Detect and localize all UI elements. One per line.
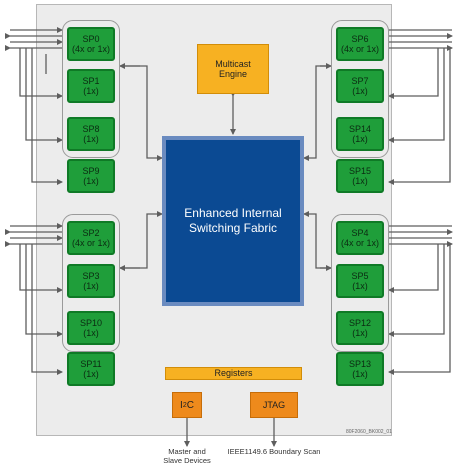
port-name: SP7: [351, 76, 369, 86]
port-name: SP8: [82, 124, 100, 134]
port-sp3: SP3(1x): [67, 264, 115, 298]
port-sp0: SP0(4x or 1x): [67, 27, 115, 61]
port-sp6: SP6(4x or 1x): [336, 27, 384, 61]
i2c-label-tail: C: [186, 399, 194, 411]
port-mode: (1x): [352, 86, 368, 96]
port-name: SP5: [351, 271, 369, 281]
port-name: SP14: [348, 124, 372, 134]
port-name: SP2: [82, 228, 100, 238]
port-mode: (1x): [83, 369, 99, 379]
port-mode: (1x): [83, 134, 99, 144]
registers-block: Registers: [165, 367, 302, 380]
port-name: SP12: [348, 318, 372, 328]
port-sp7: SP7(1x): [336, 69, 384, 103]
port-mode: (1x): [83, 86, 99, 96]
port-mode: (4x or 1x): [340, 44, 379, 54]
port-name: SP6: [351, 34, 369, 44]
port-sp13: SP13(1x): [336, 352, 384, 386]
port-mode: (1x): [83, 328, 99, 338]
multicast-engine: Multicast Engine: [197, 44, 269, 94]
group-to-fabric-connector: [303, 65, 331, 161]
i2c-caption-line2: Slave Devices: [163, 456, 211, 465]
i2c-label-base: I: [180, 399, 183, 411]
port-sp9: SP9(1x): [67, 159, 115, 193]
i2c-caption: Master and Slave Devices: [150, 447, 224, 465]
port-sp1: SP1(1x): [67, 69, 115, 103]
port-name: SP11: [80, 359, 102, 369]
external-lane-arrow: [25, 244, 63, 337]
fabric-label-line1: Enhanced Internal: [184, 206, 282, 220]
port-mode: (1x): [352, 281, 368, 291]
external-lane-arrow: [31, 244, 63, 375]
port-mode: (1x): [352, 328, 368, 338]
external-lane-arrow: [388, 48, 445, 143]
external-lane-arrow: [388, 48, 439, 99]
port-mode: (4x or 1x): [71, 44, 110, 54]
i2c-label-sup: 2: [182, 401, 187, 409]
external-lane-arrow: [388, 48, 451, 185]
port-sp5: SP5(1x): [336, 264, 384, 298]
switching-fabric: Enhanced Internal Switching Fabric: [162, 136, 304, 306]
port-sp15: SP15(1x): [336, 159, 384, 193]
external-lane-arrow: [388, 244, 451, 375]
external-lane-arrow: [31, 48, 63, 185]
port-sp12: SP12(1x): [336, 311, 384, 345]
external-lane-arrow: [19, 48, 63, 99]
port-sp8: SP8(1x): [67, 117, 115, 151]
port-sp14: SP14(1x): [336, 117, 384, 151]
port-sp2: SP2(4x or 1x): [67, 221, 115, 255]
port-mode: (1x): [352, 369, 368, 379]
port-name: SP15: [348, 166, 372, 176]
fabric-label-line2: Switching Fabric: [188, 221, 278, 235]
external-lane-arrow: [388, 244, 439, 293]
i2c-caption-line1: Master and: [168, 447, 206, 456]
port-mode: (1x): [352, 134, 368, 144]
port-mode: (1x): [83, 176, 99, 186]
multicast-label-line2: Engine: [218, 69, 248, 79]
port-name: SP1: [82, 76, 100, 86]
group-to-fabric-connector: [120, 211, 163, 269]
port-name: SP9: [82, 166, 100, 176]
jtag-block: JTAG: [250, 392, 298, 418]
external-lane-arrow: [19, 244, 63, 293]
external-lane-arrow: [388, 244, 445, 337]
port-name: SP13: [348, 359, 372, 369]
port-name: SP10: [79, 318, 103, 328]
port-sp10: SP10(1x): [67, 311, 115, 345]
port-sp4: SP4(4x or 1x): [336, 221, 384, 255]
group-to-fabric-connector: [120, 65, 163, 161]
figure-code: 80F2060_BK002_01: [346, 429, 392, 435]
external-lane-arrow: [25, 48, 63, 143]
port-mode: (1x): [83, 281, 99, 291]
port-mode: (4x or 1x): [71, 238, 110, 248]
port-name: SP3: [82, 271, 100, 281]
group-to-fabric-connector: [303, 211, 331, 269]
port-mode: (4x or 1x): [340, 238, 379, 248]
multicast-label-line1: Multicast: [215, 59, 251, 69]
jtag-caption: IEEE1149.6 Boundary Scan: [227, 447, 321, 456]
port-name: SP4: [351, 228, 369, 238]
port-name: SP0: [82, 34, 100, 44]
port-mode: (1x): [352, 176, 368, 186]
port-sp11: SP11(1x): [67, 352, 115, 386]
